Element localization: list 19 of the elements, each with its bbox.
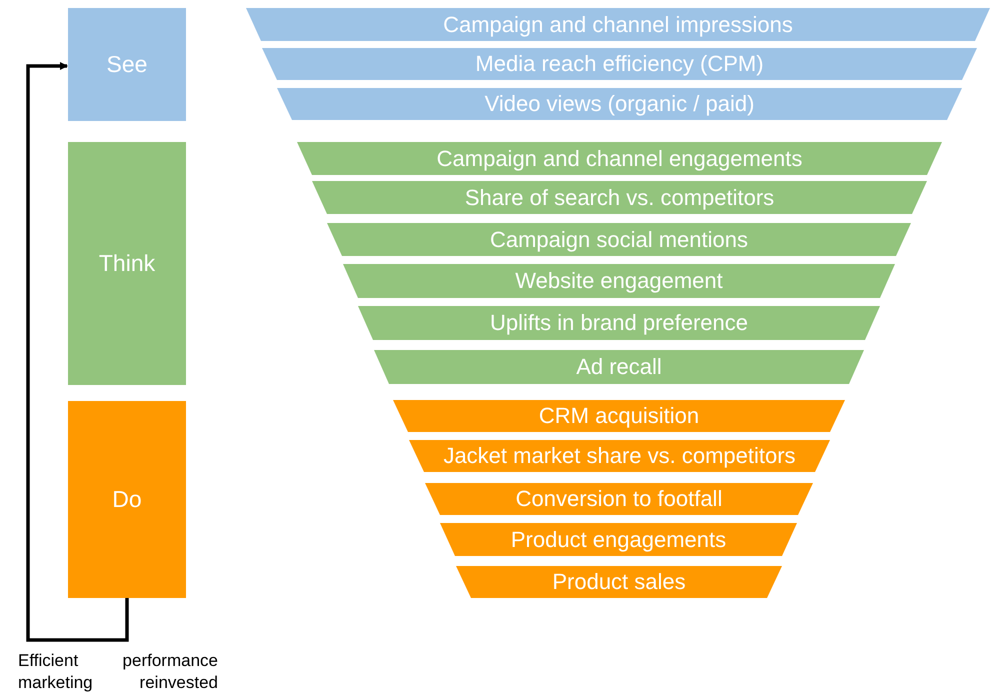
funnel-band: Media reach efficiency (CPM)	[262, 48, 977, 80]
stage-box: See	[68, 8, 186, 121]
funnel-band: Product sales	[456, 566, 782, 598]
funnel-band: CRM acquisition	[393, 400, 845, 432]
funnel-band: Video views (organic / paid)	[277, 88, 962, 120]
funnel-band: Jacket market share vs. competitors	[409, 440, 830, 472]
funnel-band: Campaign and channel impressions	[246, 8, 990, 41]
funnel-band: Share of search vs. competitors	[312, 181, 927, 214]
funnel-band: Website engagement	[343, 264, 895, 298]
stage-box: Do	[68, 401, 186, 598]
funnel-band: Campaign social mentions	[327, 223, 911, 256]
funnel-band: Product engagements	[440, 523, 797, 556]
funnel-band: Conversion to footfall	[425, 483, 813, 515]
funnel-band: Campaign and channel engagements	[297, 142, 942, 175]
arrow	[26, 62, 129, 642]
stage-box: Think	[68, 142, 186, 385]
funnel-band: Ad recall	[374, 350, 864, 384]
edge-label: Efficient performance marketing reinvested	[18, 650, 218, 694]
funnel-band: Uplifts in brand preference	[358, 306, 880, 340]
